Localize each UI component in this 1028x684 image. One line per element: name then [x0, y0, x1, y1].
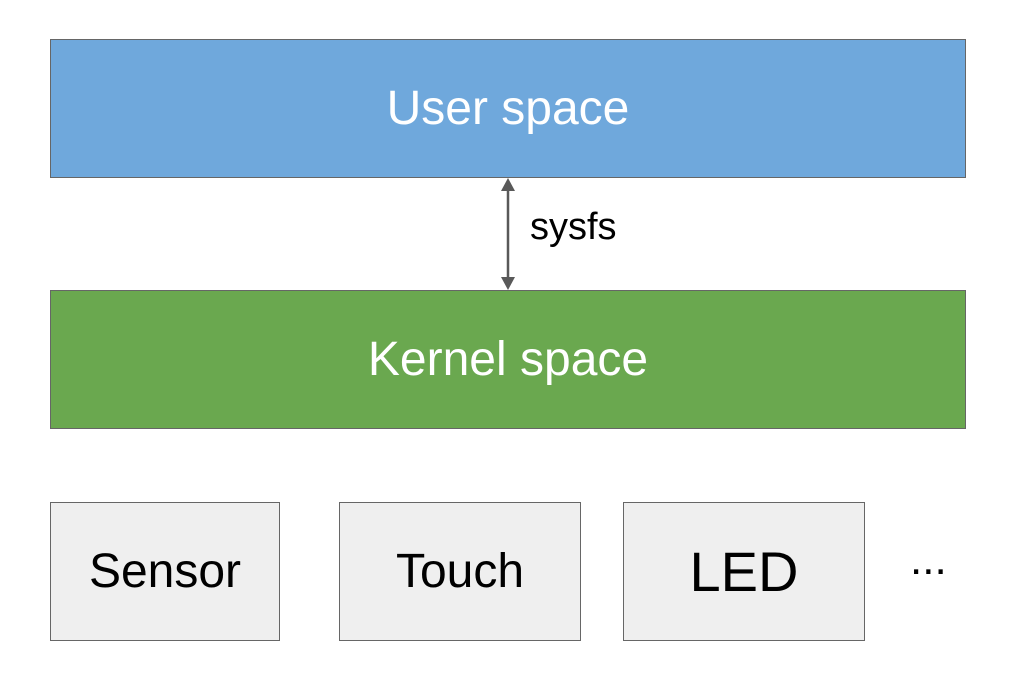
device-box-led: LED	[623, 502, 865, 641]
user-space-label: User space	[386, 81, 630, 135]
sysfs-label: sysfs	[530, 206, 617, 248]
device-label-led: LED	[689, 539, 799, 603]
device-box-touch: Touch	[339, 502, 581, 641]
user-space-box: User space	[50, 39, 966, 178]
arrow-head-down	[501, 277, 515, 290]
bidirectional-arrow-icon	[501, 178, 515, 290]
arrow-head-up	[501, 178, 515, 191]
more-devices-ellipsis: ...	[910, 535, 947, 584]
device-label-sensor: Sensor	[88, 544, 242, 598]
kernel-space-box: Kernel space	[50, 290, 966, 429]
device-box-sensor: Sensor	[50, 502, 280, 641]
kernel-space-label: Kernel space	[367, 332, 649, 386]
device-label-touch: Touch	[395, 544, 525, 598]
